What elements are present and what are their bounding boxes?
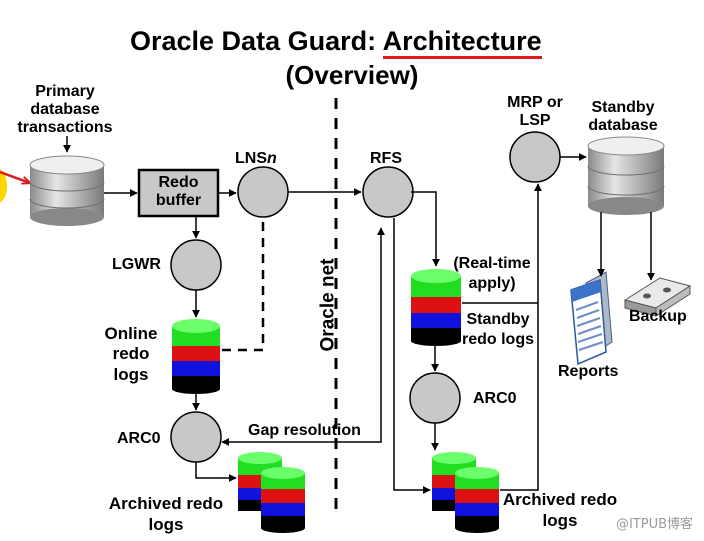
redo-buffer-label: Redo buffer: [139, 174, 218, 210]
reports-label: Reports: [558, 363, 619, 380]
primary-archived-logs-label: Archived redo logs: [100, 494, 232, 535]
rfs-process-icon: [362, 166, 414, 218]
standby-db-line-2: database: [588, 116, 658, 134]
primary-transactions-label: Primary database transactions: [0, 83, 130, 137]
diagram-subtitle: (Overview): [285, 60, 419, 90]
online-redo-logs-label: Online redo logs: [96, 324, 166, 385]
primary-archived-logs-icon: [238, 452, 305, 533]
mrp-line-1: MRP or: [507, 94, 563, 111]
primary-arc0-label: ARC0: [117, 430, 161, 447]
primary-arc0-process-icon: [170, 411, 222, 463]
reports-document-icon: [570, 271, 613, 366]
online-redo-line-3: logs: [113, 364, 149, 384]
gap-resolution-label: Gap resolution: [248, 422, 361, 439]
online-logs-to-lns-dashed: [222, 219, 265, 352]
primary-archived-line-2: logs: [148, 514, 184, 534]
oracle-net-label: Oracle net: [317, 258, 339, 352]
standby-redo-line-1: Standby: [466, 311, 530, 328]
realtime-line-2: apply): [468, 275, 516, 293]
diagram-title: Oracle Data Guard: Architecture: [130, 26, 542, 59]
redo-buffer-line-2: buffer: [155, 191, 202, 209]
mrp-line-2: LSP: [519, 111, 551, 129]
title-emphasis: Architecture: [382, 26, 542, 59]
lgwr-label: LGWR: [112, 256, 161, 273]
redo-buffer-box: [137, 168, 220, 218]
lns-label: LNSn: [235, 150, 277, 168]
watermark: @ITPUB博客: [616, 517, 694, 532]
standby-archived-line-1: Archived redo: [502, 490, 618, 509]
archived-to-mrp-arrow: [500, 183, 542, 491]
standby-redo-logs-icon: [411, 269, 461, 346]
primary-transactions-line-2: database: [30, 100, 100, 118]
standby-archived-line-2: logs: [542, 510, 578, 530]
gap-resolution-arrow: [221, 227, 385, 446]
standby-arc0-process-icon: [409, 372, 461, 424]
lns-process-icon: [237, 166, 289, 218]
lgwr-process-icon: [170, 239, 222, 291]
title-main: Oracle Data Guard:: [130, 26, 383, 56]
realtime-apply-label: (Real-time apply): [444, 254, 540, 295]
standby-database-label: Standby database: [578, 99, 668, 135]
standby-db-line-1: Standby: [591, 99, 655, 116]
lns-label-prefix: LNS: [235, 150, 267, 167]
standby-archived-logs-label: Archived redo logs: [494, 490, 626, 531]
online-redo-logs-icon: [172, 319, 220, 394]
arc0-to-archived-arrow: [195, 462, 237, 482]
realtime-line-1: (Real-time: [453, 255, 531, 272]
backup-label: Backup: [629, 308, 687, 325]
standby-redo-logs-label: Standby redo logs: [452, 310, 544, 351]
mrp-lsp-label: MRP or LSP: [497, 94, 573, 130]
backup-tape-icon: [623, 277, 692, 317]
primary-database-icon: [29, 155, 105, 226]
primary-archived-line-1: Archived redo: [108, 494, 224, 513]
incoming-transactions-arrow: [0, 169, 30, 203]
primary-transactions-line-1: Primary: [35, 83, 95, 100]
online-redo-line-1: Online: [104, 324, 158, 343]
rfs-label: RFS: [370, 150, 402, 167]
rfs-to-standby-logs-arrow: [411, 191, 440, 267]
primary-transactions-line-3: transactions: [17, 118, 113, 136]
online-redo-line-2: redo: [112, 344, 150, 364]
standby-arc0-label: ARC0: [473, 390, 517, 407]
mrp-process-icon: [509, 131, 561, 183]
rfs-to-standby-archived-arrow: [393, 218, 431, 494]
lns-label-suffix: n: [267, 150, 277, 167]
standby-redo-line-2: redo logs: [461, 331, 534, 349]
redo-buffer-line-1: Redo: [158, 174, 199, 191]
standby-database-icon: [587, 136, 665, 215]
standby-archived-logs-icon: [432, 452, 499, 533]
